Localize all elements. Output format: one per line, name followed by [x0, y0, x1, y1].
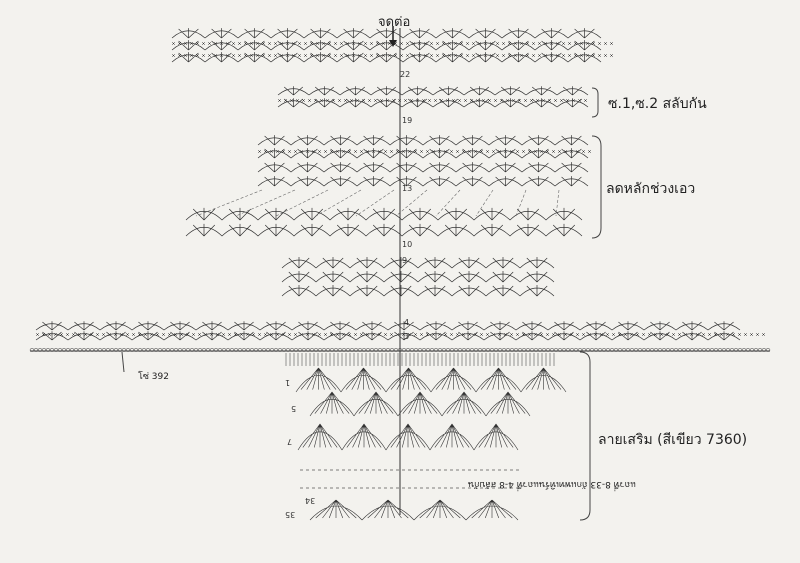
- post-stitch-row: [285, 353, 555, 366]
- shell-row: [171, 52, 602, 63]
- single-crochet-row: [35, 332, 766, 337]
- join-label: จดต่อ: [378, 15, 411, 30]
- shell-row: [257, 135, 589, 146]
- row-number-10: 10: [402, 240, 413, 249]
- single-crochet-row: [277, 98, 588, 103]
- shell-row: [281, 271, 555, 283]
- shell-row: [257, 176, 589, 187]
- row-number-35: 35: [285, 510, 296, 519]
- bracket-alternate: [591, 87, 599, 118]
- row-number-19: 19: [402, 116, 413, 125]
- note-alternate: ซ.1,ซ.2 สลับกัน: [608, 96, 707, 112]
- shell-row: [185, 207, 583, 221]
- decrease-guides: [195, 189, 560, 217]
- foundation-chain: [29, 348, 771, 352]
- single-crochet-row: [171, 53, 614, 58]
- chain-pointer: [121, 351, 125, 373]
- shell-row: [277, 86, 589, 96]
- shell-row: [281, 285, 555, 297]
- fan-row: [297, 423, 519, 451]
- shell-row: [257, 148, 589, 159]
- row-number-1: 1: [285, 378, 291, 387]
- row-number-5: 5: [291, 404, 297, 413]
- single-crochet-row: [171, 41, 614, 46]
- fan-stitch-rows: [29, 28, 771, 521]
- shell-row: [35, 321, 741, 331]
- bracket-trim: [579, 351, 591, 521]
- guide-lines: [121, 26, 602, 521]
- note-trim: ลายเสริม (สีเขียว 7360): [598, 432, 748, 448]
- fan-row: [309, 499, 519, 521]
- row-number-7: 7: [287, 437, 293, 446]
- row-number-3: 3: [404, 332, 410, 341]
- single-crochet-row: [257, 149, 592, 154]
- row-number-4: 4: [404, 318, 410, 327]
- row-number-13: 13: [402, 184, 413, 193]
- repeat-note: แถวที่ 8-33 ถักแพทเทิร์นแถวที่ 4-8 สลับก…: [468, 479, 636, 489]
- row-number-9: 9: [402, 256, 408, 265]
- row-number-34: 34: [305, 496, 316, 505]
- chain-count-label: โซ่ 392: [138, 372, 169, 382]
- row-number-22: 22: [400, 70, 411, 79]
- fan-row: [309, 391, 531, 417]
- fan-row: [295, 367, 567, 393]
- note-waist-decrease: ลดหลักช่วงเอว: [606, 181, 696, 197]
- shell-row: [171, 28, 602, 39]
- bracket-waist: [591, 135, 602, 239]
- shell-row: [185, 223, 583, 237]
- shell-row: [281, 257, 555, 269]
- shell-row: [277, 98, 589, 108]
- shell-row: [35, 331, 741, 341]
- join-arrowhead: [389, 40, 397, 47]
- shell-row: [257, 162, 589, 173]
- repeat-dashes: [300, 469, 520, 489]
- shell-row: [171, 40, 602, 51]
